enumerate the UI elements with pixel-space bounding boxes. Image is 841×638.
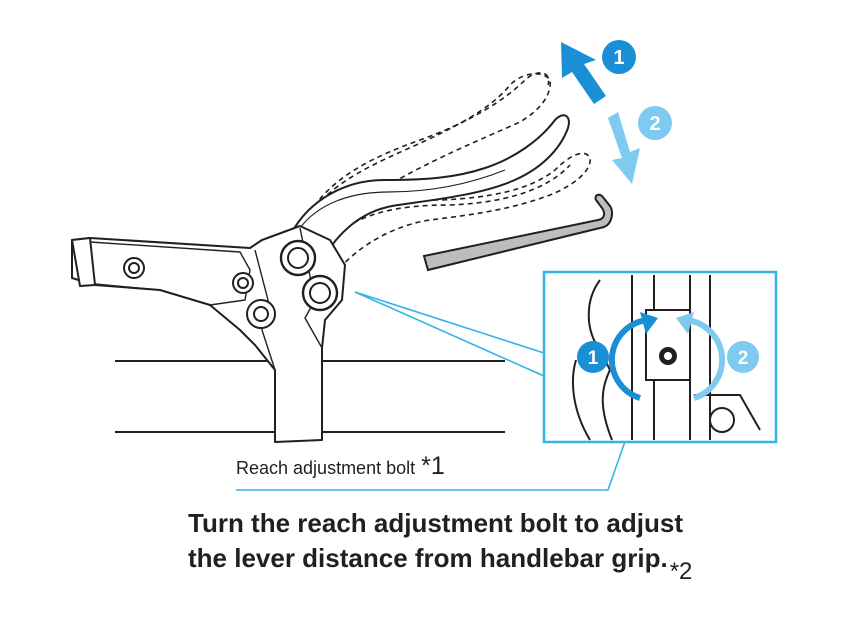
caption-line-2: the lever distance from handlebar grip. — [188, 543, 668, 573]
footnote-mark-1: *1 — [421, 452, 445, 480]
brake-lever-blade — [290, 114, 570, 264]
counterclockwise-arrow-icon — [685, 317, 726, 401]
inset-step-1-marker: 1 — [588, 348, 599, 369]
reach-adjustment-bolt-label: Reach adjustment bolt*1 — [236, 452, 445, 481]
inset-step-2-marker: 2 — [738, 348, 749, 369]
hex-key-icon — [422, 193, 613, 272]
detail-callout-lines — [354, 291, 545, 377]
lever-body — [71, 225, 346, 443]
down-arrow-icon — [608, 112, 640, 184]
instruction-caption: Turn the reach adjustment bolt to adjust… — [188, 506, 808, 585]
caption-line-1: Turn the reach adjustment bolt to adjust — [188, 508, 683, 538]
callout-label-text: Reach adjustment bolt — [236, 458, 416, 478]
footnote-mark-2: *2 — [669, 558, 693, 585]
step-1-marker: 1 — [613, 47, 624, 69]
clockwise-arrow-icon — [608, 317, 649, 401]
detail-inset — [542, 270, 778, 444]
step-2-marker: 2 — [649, 113, 660, 135]
up-arrow-icon — [561, 42, 606, 104]
